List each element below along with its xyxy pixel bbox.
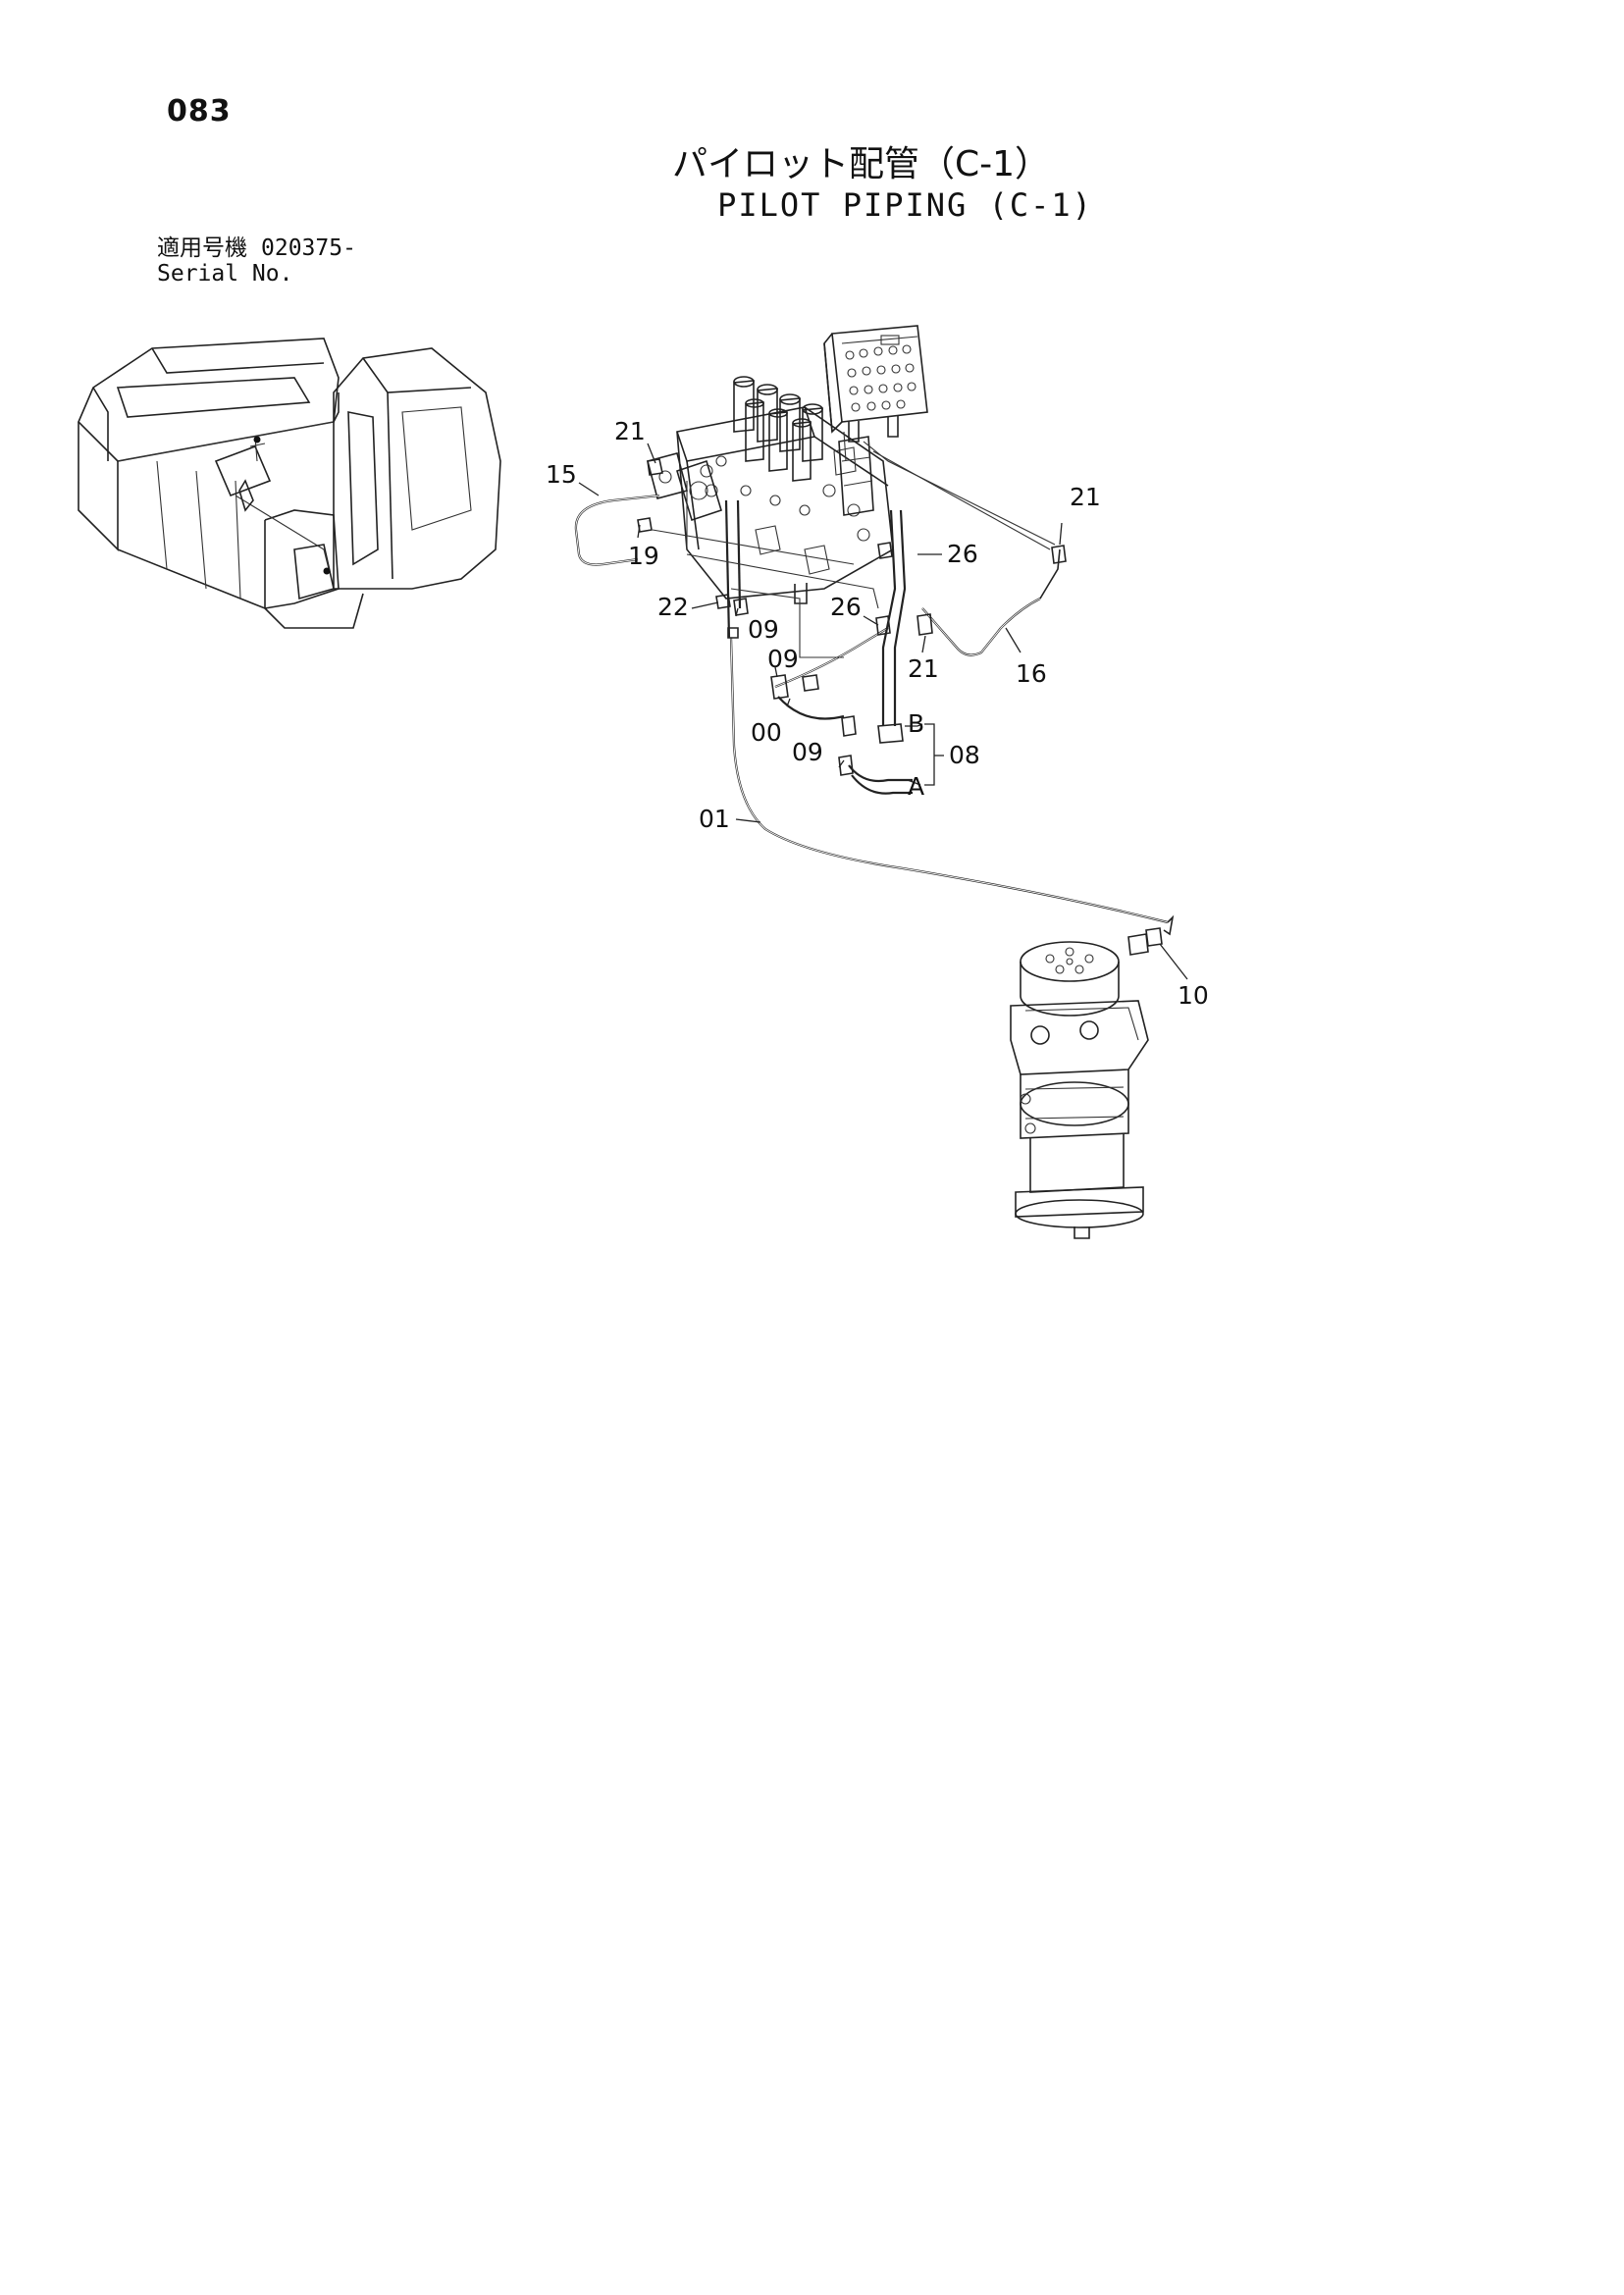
control-valve xyxy=(647,376,894,604)
callout-21-top: 21 xyxy=(614,417,646,445)
serial-label-english: Serial No. xyxy=(157,261,293,287)
callout-15: 15 xyxy=(546,460,577,489)
callout-10: 10 xyxy=(1178,981,1209,1010)
callout-00: 00 xyxy=(751,718,782,747)
serial-block: 適用号機 020375- Serial No. xyxy=(157,235,356,287)
callout-leaders xyxy=(578,443,1188,980)
callout-b: B xyxy=(908,709,924,738)
callout-16: 16 xyxy=(1016,659,1047,688)
callout-08: 08 xyxy=(949,741,980,769)
callout-01: 01 xyxy=(699,805,730,833)
title-english: PILOT PIPING (C-1) xyxy=(717,186,1093,224)
page-number: 083 xyxy=(167,94,232,129)
callout-22: 22 xyxy=(657,593,689,621)
callout-09-a: 09 xyxy=(748,615,779,644)
callout-21-lower: 21 xyxy=(908,654,939,683)
serial-label-japanese: 適用号機 xyxy=(157,235,247,261)
callout-09-c: 09 xyxy=(792,738,823,766)
callout-a: A xyxy=(908,772,924,801)
callout-21-right: 21 xyxy=(1070,483,1101,511)
pipe-network xyxy=(574,431,1175,956)
excavator-location-thumbnail xyxy=(78,338,501,629)
callout-26-left: 26 xyxy=(830,593,862,621)
callout-09-b: 09 xyxy=(767,645,799,673)
center-joint xyxy=(1010,941,1149,1239)
title-japanese: パイロット配管（C-1） xyxy=(671,144,1051,184)
callout-19: 19 xyxy=(628,542,659,570)
serial-value: 020375- xyxy=(261,235,356,261)
pilot-valve-block xyxy=(823,325,928,443)
callout-labels: 15 21 19 22 09 09 00 09 01 26 26 21 21 1… xyxy=(546,417,1209,1010)
callout-26-right: 26 xyxy=(947,540,978,568)
